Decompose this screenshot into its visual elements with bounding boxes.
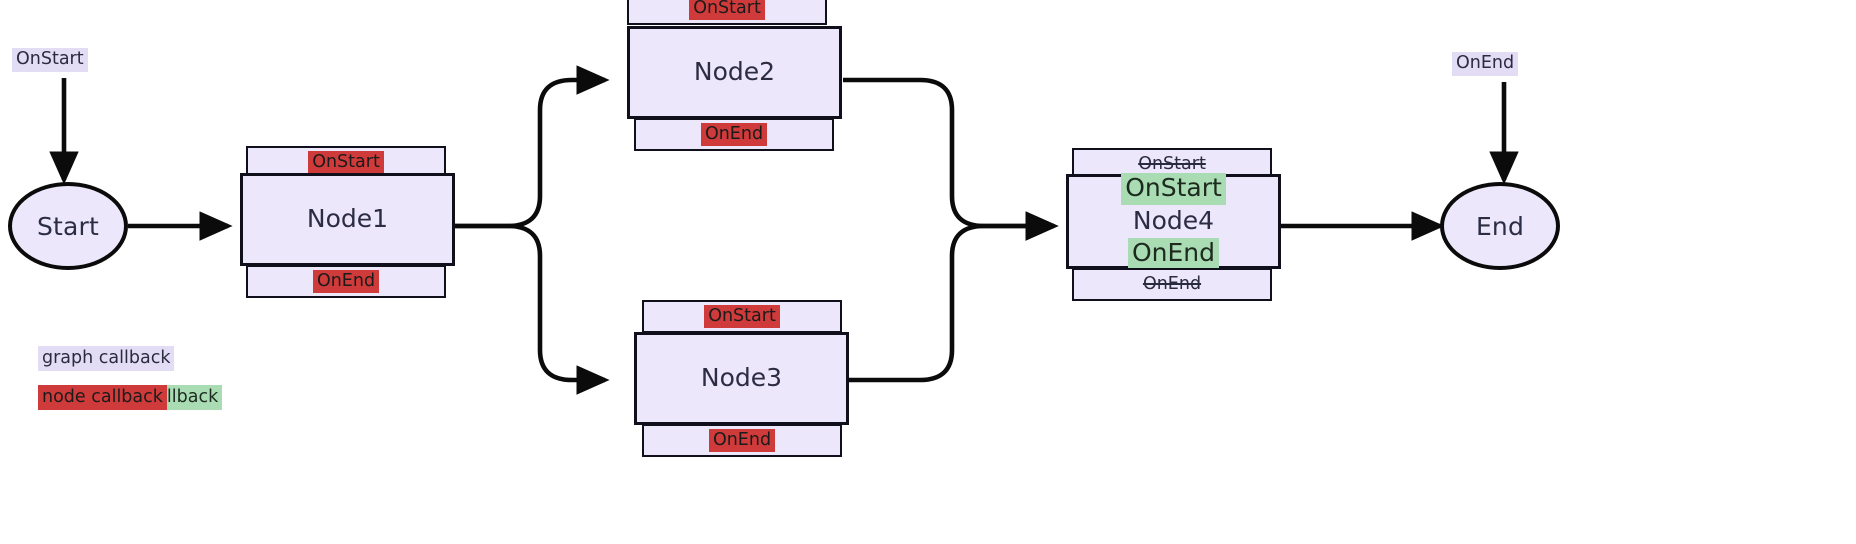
node-node1[interactable]: OnStart Node1 OnEnd <box>228 146 463 306</box>
node4-title: Node4 <box>1132 206 1215 236</box>
edge-node2-to-node4 <box>843 77 1059 241</box>
edge-node3-to-node4 <box>847 211 1059 383</box>
terminal-end[interactable]: End <box>1440 182 1560 270</box>
node4-onend-node-callback[interactable]: OnEnd <box>1142 273 1202 294</box>
node3-title: Node3 <box>700 363 783 393</box>
node2-title: Node2 <box>693 57 776 87</box>
node2-onend-callback[interactable]: OnEnd <box>700 122 768 147</box>
node3-top-band[interactable]: OnStart <box>642 300 842 333</box>
node-node2[interactable]: OnStart Node2 OnEnd <box>605 0 850 151</box>
terminal-end-label: End <box>1475 211 1525 241</box>
legend-node-callback-label: node callback <box>38 385 167 410</box>
node4-onend-component-callback[interactable]: OnEnd <box>1127 237 1220 270</box>
node3-body[interactable]: Node3 <box>634 332 849 425</box>
node1-body[interactable]: Node1 <box>240 173 455 266</box>
node1-title: Node1 <box>306 204 389 234</box>
node3-bottom-band[interactable]: OnEnd <box>642 424 842 457</box>
edge-node1-to-node3 <box>455 223 610 395</box>
node2-top-band[interactable]: OnStart <box>627 0 827 25</box>
legend: graph callback node callback component c… <box>38 346 223 426</box>
node2-bottom-band[interactable]: OnEnd <box>634 118 834 151</box>
node-node3[interactable]: OnStart Node3 OnEnd <box>605 300 850 457</box>
graph-callback-onstart: OnStart <box>12 48 88 73</box>
legend-item-graph-callback: graph callback <box>38 346 175 371</box>
node3-onstart-callback[interactable]: OnStart <box>704 304 780 329</box>
node2-body[interactable]: Node2 <box>627 26 842 119</box>
node4-onstart-node-callback[interactable]: OnStart <box>1138 153 1206 174</box>
terminal-start[interactable]: Start <box>8 182 128 270</box>
node1-onend-callback[interactable]: OnEnd <box>312 269 380 294</box>
graph-callback-onend-label: OnEnd <box>1456 53 1515 73</box>
node1-onstart-callback[interactable]: OnStart <box>308 150 384 175</box>
node2-onstart-callback[interactable]: OnStart <box>689 0 765 21</box>
legend-item-node-callback: node callback <box>38 385 167 410</box>
node-node4[interactable]: OnStart OnStart Node4 OnEnd OnEnd <box>1054 148 1289 308</box>
graph-callback-onstart-label: OnStart <box>16 49 84 69</box>
edge-node1-to-node2 <box>455 65 610 229</box>
node4-body[interactable]: OnStart Node4 OnEnd <box>1066 173 1281 270</box>
graph-callback-onend: OnEnd <box>1452 52 1519 77</box>
node4-onstart-component-callback[interactable]: OnStart <box>1121 173 1226 206</box>
terminal-start-label: Start <box>36 211 100 241</box>
node3-onend-callback[interactable]: OnEnd <box>708 428 776 453</box>
node4-bottom-band[interactable]: OnEnd <box>1072 268 1272 301</box>
node1-bottom-band[interactable]: OnEnd <box>246 265 446 298</box>
legend-graph-callback-label: graph callback <box>38 346 175 371</box>
